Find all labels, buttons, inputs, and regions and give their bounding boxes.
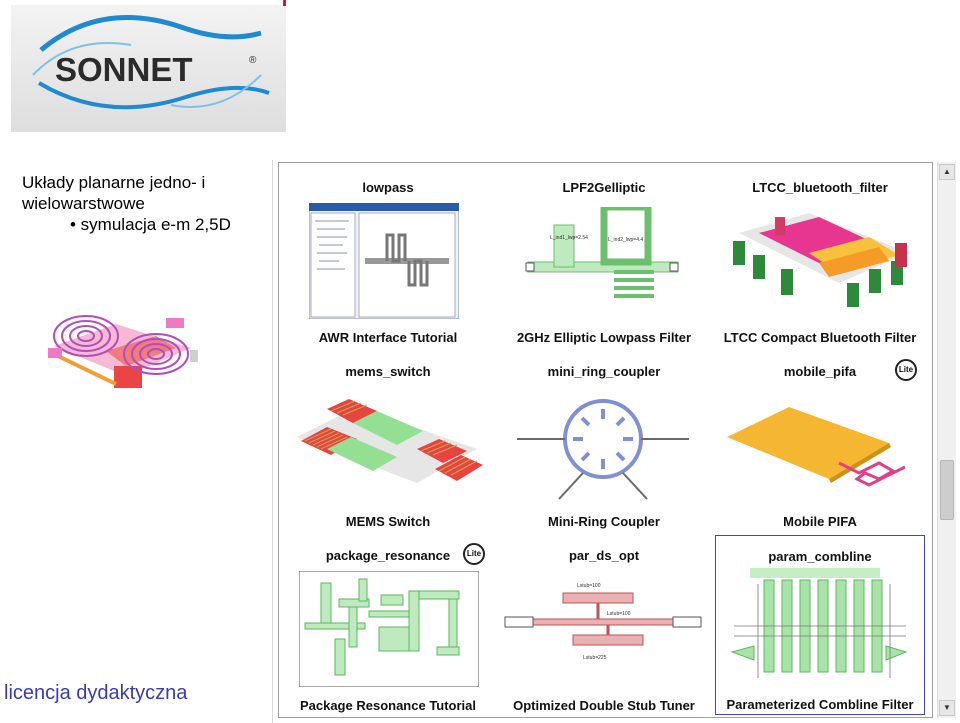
lite-badge: Lite (463, 543, 485, 565)
stub-label-3: Lstub=225 (583, 655, 607, 661)
gallery-item-lowpass[interactable]: lowpass AWR Interface Tutorial (283, 167, 493, 347)
item-caption: MEMS Switch (345, 514, 431, 529)
item-caption: Parameterized Combline Filter (726, 697, 914, 712)
lite-badge: Lite (895, 359, 917, 381)
logo-text: SONNET (55, 51, 193, 88)
mems-switch-thumbnail (297, 399, 483, 483)
sonnet-swoosh-icon: SONNET ® (32, 15, 270, 110)
lpf-label-2: L_ind2_lwp=4.4 (608, 237, 643, 243)
slide-bullet: • symulacja e-m 2,5D (70, 215, 231, 234)
item-caption: AWR Interface Tutorial (318, 330, 458, 345)
spiral-inductor-image (48, 315, 198, 388)
elliptic-filter-thumbnail: L_ind1_lwp=2.54 L_ind2_lwp=4.4 (525, 207, 679, 298)
item-title: package_resonance (325, 548, 451, 563)
double-stub-tuner-thumbnail: Lstub=100 Lstub=100 Lstub=225 (504, 583, 702, 661)
item-title: LPF2Gelliptic (562, 180, 646, 195)
combline-filter-thumbnail (730, 568, 908, 678)
item-caption: Mini-Ring Coupler (548, 514, 660, 529)
lpf-label-1: L_ind1_lwp=2.54 (550, 235, 588, 241)
item-title: mems_switch (345, 364, 431, 379)
item-caption: Optimized Double Stub Tuner (513, 698, 695, 713)
registered-mark: ® (249, 55, 257, 66)
gallery-item-param-combline[interactable]: param_combline Par (715, 535, 925, 715)
stub-label-1: Lstub=100 (577, 583, 601, 589)
item-title: LTCC_bluetooth_filter (752, 180, 888, 195)
item-caption: Mobile PIFA (783, 514, 857, 529)
example-gallery: lowpass AWR Interface Tutorial (272, 160, 960, 723)
gallery-item-lpf2gelliptic[interactable]: LPF2Gelliptic L_ind1_lwp=2.54 L_ind2_lwp… (499, 167, 709, 347)
footer-license: licencja dydaktyczna (4, 682, 188, 704)
ring-coupler-thumbnail (517, 399, 689, 500)
slide-line-1: Układy planarne jedno- i (22, 173, 206, 192)
gallery-scrollbar[interactable]: ▲ ▼ (937, 162, 956, 718)
slide-line-2: wielowarstwowe (22, 194, 145, 213)
item-title: mobile_pifa (783, 364, 857, 379)
awr-screenshot-thumbnail (309, 203, 459, 319)
pifa-antenna-thumbnail (727, 407, 906, 487)
scroll-down-icon[interactable]: ▼ (939, 700, 955, 716)
gallery-item-package-resonance[interactable]: package_resonance Lite (283, 535, 493, 715)
ltcc-filter-thumbnail (733, 213, 909, 307)
sonnet-logo: SONNET ® (11, 5, 286, 132)
stub-label-2: Lstub=100 (607, 611, 631, 617)
gallery-item-mini-ring-coupler[interactable]: mini_ring_coupler Mini-Ring Coupler (499, 351, 709, 531)
gallery-item-mems-switch[interactable]: mems_switch MEMS Switch (283, 351, 493, 531)
item-title: param_combline (768, 549, 872, 564)
scroll-thumb[interactable] (940, 460, 954, 520)
slide-text: Układy planarne jedno- i wielowarstwowe … (22, 172, 231, 235)
package-resonance-thumbnail (299, 571, 479, 687)
gallery-item-par-ds-opt[interactable]: par_ds_opt Lstub=100 Lstub=100 Lstub=225… (499, 535, 709, 715)
item-caption: 2GHz Elliptic Lowpass Filter (516, 330, 692, 345)
item-title: lowpass (362, 180, 414, 195)
item-title: mini_ring_coupler (547, 364, 661, 379)
scroll-up-icon[interactable]: ▲ (939, 164, 955, 180)
item-title: par_ds_opt (568, 548, 640, 563)
item-caption: LTCC Compact Bluetooth Filter (723, 330, 917, 345)
item-caption: Package Resonance Tutorial (299, 698, 477, 713)
gallery-item-ltcc-bluetooth[interactable]: LTCC_bluetooth_filter LTCC Compact Bluet… (715, 167, 925, 347)
gallery-grid: lowpass AWR Interface Tutorial (278, 162, 933, 718)
red-accent (283, 0, 286, 6)
gallery-item-mobile-pifa[interactable]: mobile_pifa Lite Mobile PIFA (715, 351, 925, 531)
